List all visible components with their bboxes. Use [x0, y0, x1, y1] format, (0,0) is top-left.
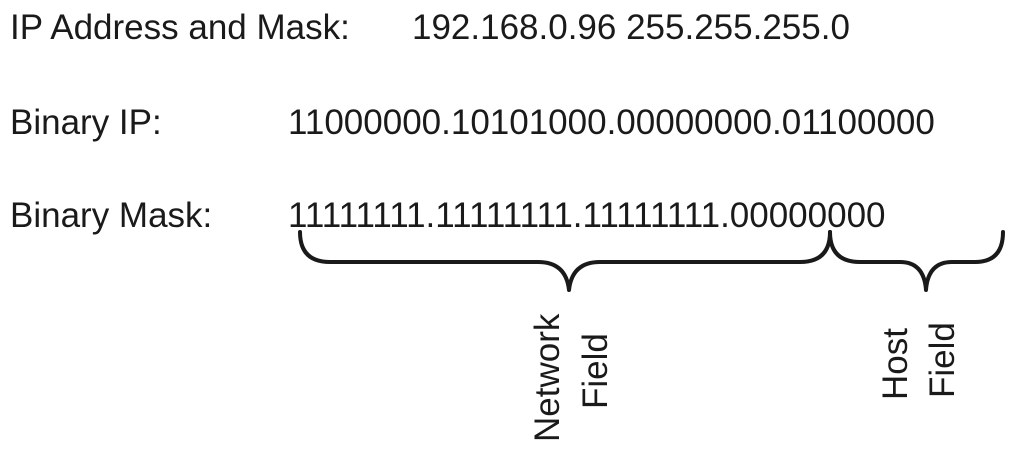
binary-ip-label: Binary IP:	[10, 103, 162, 142]
ip-address-label: IP Address and Mask:	[10, 8, 350, 47]
ip-address-value: 192.168.0.96 255.255.255.0	[412, 8, 850, 47]
binary-mask-label: Binary Mask:	[10, 196, 213, 235]
binary-ip-value: 11000000.10101000.00000000.01100000	[288, 103, 935, 142]
host-field-brace	[828, 230, 1005, 292]
network-field-label-line1: Network	[528, 313, 567, 442]
network-field-label-line2: Field	[576, 333, 615, 409]
binary-mask-value: 11111111.11111111.11111111.00000000	[288, 196, 886, 235]
host-field-label-line1: Host	[876, 328, 915, 400]
host-field-label-line2: Field	[923, 322, 962, 398]
network-field-brace	[298, 230, 832, 292]
